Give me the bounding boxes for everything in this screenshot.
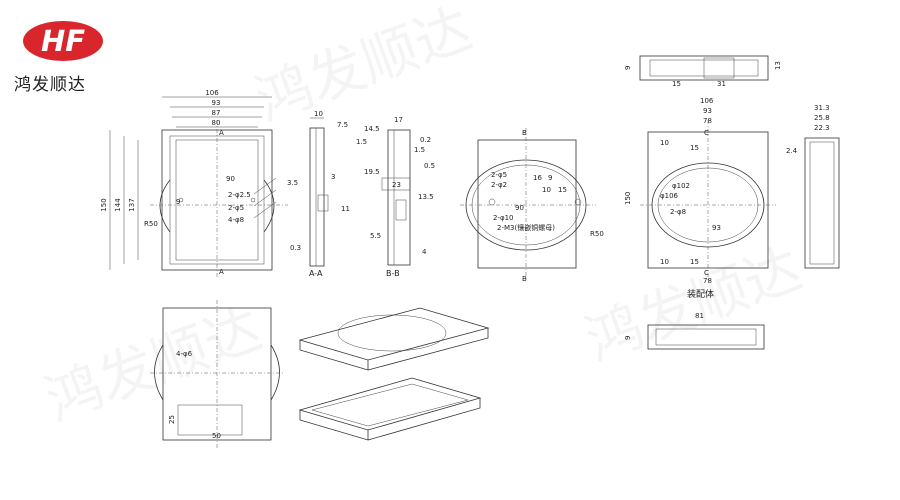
front-dim-inner: 93 (212, 99, 221, 107)
top-detail: 9 13 15 31 (624, 55, 782, 88)
bb-dim: 5.5 (370, 232, 381, 240)
section-b-b: 14.5 17 0.2 1.5 1.5 19.5 0.5 23 13.5 5.5… (356, 116, 435, 278)
side-dim: 22.3 (814, 124, 830, 132)
side-assembly-view: 31.3 25.8 22.3 2.4 (786, 104, 840, 269)
side-dim: 2.4 (786, 147, 798, 155)
bb-dim: 13.5 (418, 193, 434, 201)
side-dim: 31.3 (814, 104, 830, 112)
bb-dim: 19.5 (364, 168, 380, 176)
back-dim: 4-φ6 (176, 350, 193, 358)
front-dim-label: 2-φ2.5 (228, 191, 251, 199)
cover-section-mark: B (522, 275, 527, 283)
back-view: 4-φ6 25 50 (150, 300, 284, 448)
bb-dim: 1.5 (414, 146, 425, 154)
bb-dim: 23 (392, 181, 401, 189)
front-dim-height: 150 (100, 198, 108, 211)
aa-dim: 10 (314, 110, 323, 118)
bottom-dim: 9 (624, 336, 632, 340)
cover-dim: 9 (548, 174, 552, 182)
cover-dim: 2-φ5 (491, 171, 507, 179)
assembly-dim: 106 (700, 97, 714, 105)
side-dim: 25.8 (814, 114, 830, 122)
front-dim-label: 90 (226, 175, 235, 183)
assembly-dim: φ102 (672, 182, 690, 190)
front-dim-label: 4-φ8 (228, 216, 244, 224)
assembly-dim: 150 (624, 192, 632, 205)
cover-dim: 2-φ10 (493, 214, 514, 222)
bb-dim: 4 (422, 248, 427, 256)
logo-lettering: HF (41, 24, 85, 58)
bottom-detail: 81 9 (624, 312, 765, 350)
top-dim: 15 (672, 80, 681, 88)
assembly-caption: 装配体 (687, 288, 714, 300)
company-name: 鸿发顺达 (14, 75, 86, 95)
aa-dim: 11 (341, 205, 350, 213)
front-view: 106 93 87 80 150 144 137 90 9 2-φ2.5 2-φ… (100, 89, 288, 278)
isometric-base (298, 377, 482, 441)
top-dim: 31 (717, 80, 726, 88)
cover-dim: 2-φ2 (491, 181, 507, 189)
assembly-section-mark: C (704, 269, 709, 277)
aa-dim: 0.3 (290, 244, 301, 252)
bb-dim: 14.5 (364, 125, 380, 133)
assembly-dim: φ106 (660, 192, 679, 200)
assembly-view: 106 93 78 150 φ102 φ106 2-φ8 15 10 93 10… (624, 97, 776, 300)
cover-dim: 2-M3(镶嵌铜螺母) (497, 223, 555, 232)
bb-dim: 0.2 (420, 136, 431, 144)
assembly-dim: 93 (703, 107, 712, 115)
assembly-dim: 15 (690, 144, 699, 152)
cover-dim: R50 (590, 230, 604, 238)
front-section-mark: A (219, 268, 224, 276)
bb-dim: 0.5 (424, 162, 435, 170)
aa-caption: A-A (309, 269, 323, 278)
cover-section-mark: B (522, 129, 527, 137)
front-dim-label: 9 (176, 198, 180, 206)
company-logo: HF (23, 21, 103, 61)
front-dim-radius: R50 (144, 220, 158, 228)
back-dim: 50 (212, 432, 221, 440)
cover-dim: 15 (558, 186, 567, 194)
assembly-dim: 10 (660, 139, 669, 147)
cover-dim: 16 (533, 174, 542, 182)
cover-view: 2-φ5 2-φ2 16 9 15 10 90 2-φ10 2-M3(镶嵌铜螺母… (460, 128, 604, 283)
isometric-cover (298, 307, 490, 371)
aa-dim: 3 (331, 173, 335, 181)
cover-dim: 90 (515, 204, 524, 212)
front-section-mark: A (219, 129, 224, 137)
assembly-dim: 78 (703, 117, 712, 125)
assembly-dim: 15 (690, 258, 699, 266)
aa-dim: 3.5 (287, 179, 298, 187)
top-dim: 13 (774, 61, 782, 70)
assembly-dim: 78 (703, 277, 712, 285)
back-dim: 25 (168, 415, 176, 424)
section-a-a: 10 7.5 3.5 3 11 0.3 A-A (287, 110, 350, 278)
front-dim-height: 144 (114, 198, 122, 212)
bb-dim: 1.5 (356, 138, 367, 146)
assembly-dim: 93 (712, 224, 721, 232)
front-dim-inner: 80 (212, 119, 221, 127)
bb-caption: B-B (386, 269, 400, 278)
aa-dim: 7.5 (337, 121, 348, 129)
assembly-dim: 2-φ8 (670, 208, 686, 216)
front-dim-label: 2-φ5 (228, 204, 244, 212)
assembly-section-mark: C (704, 129, 709, 137)
top-dim: 9 (624, 66, 632, 70)
bottom-dim: 81 (695, 312, 704, 320)
front-dim-inner: 87 (212, 109, 221, 117)
bb-dim: 17 (394, 116, 403, 124)
front-dim-width: 106 (205, 89, 219, 97)
assembly-dim: 10 (660, 258, 669, 266)
cover-dim: 10 (542, 186, 551, 194)
front-dim-height: 137 (128, 198, 136, 211)
